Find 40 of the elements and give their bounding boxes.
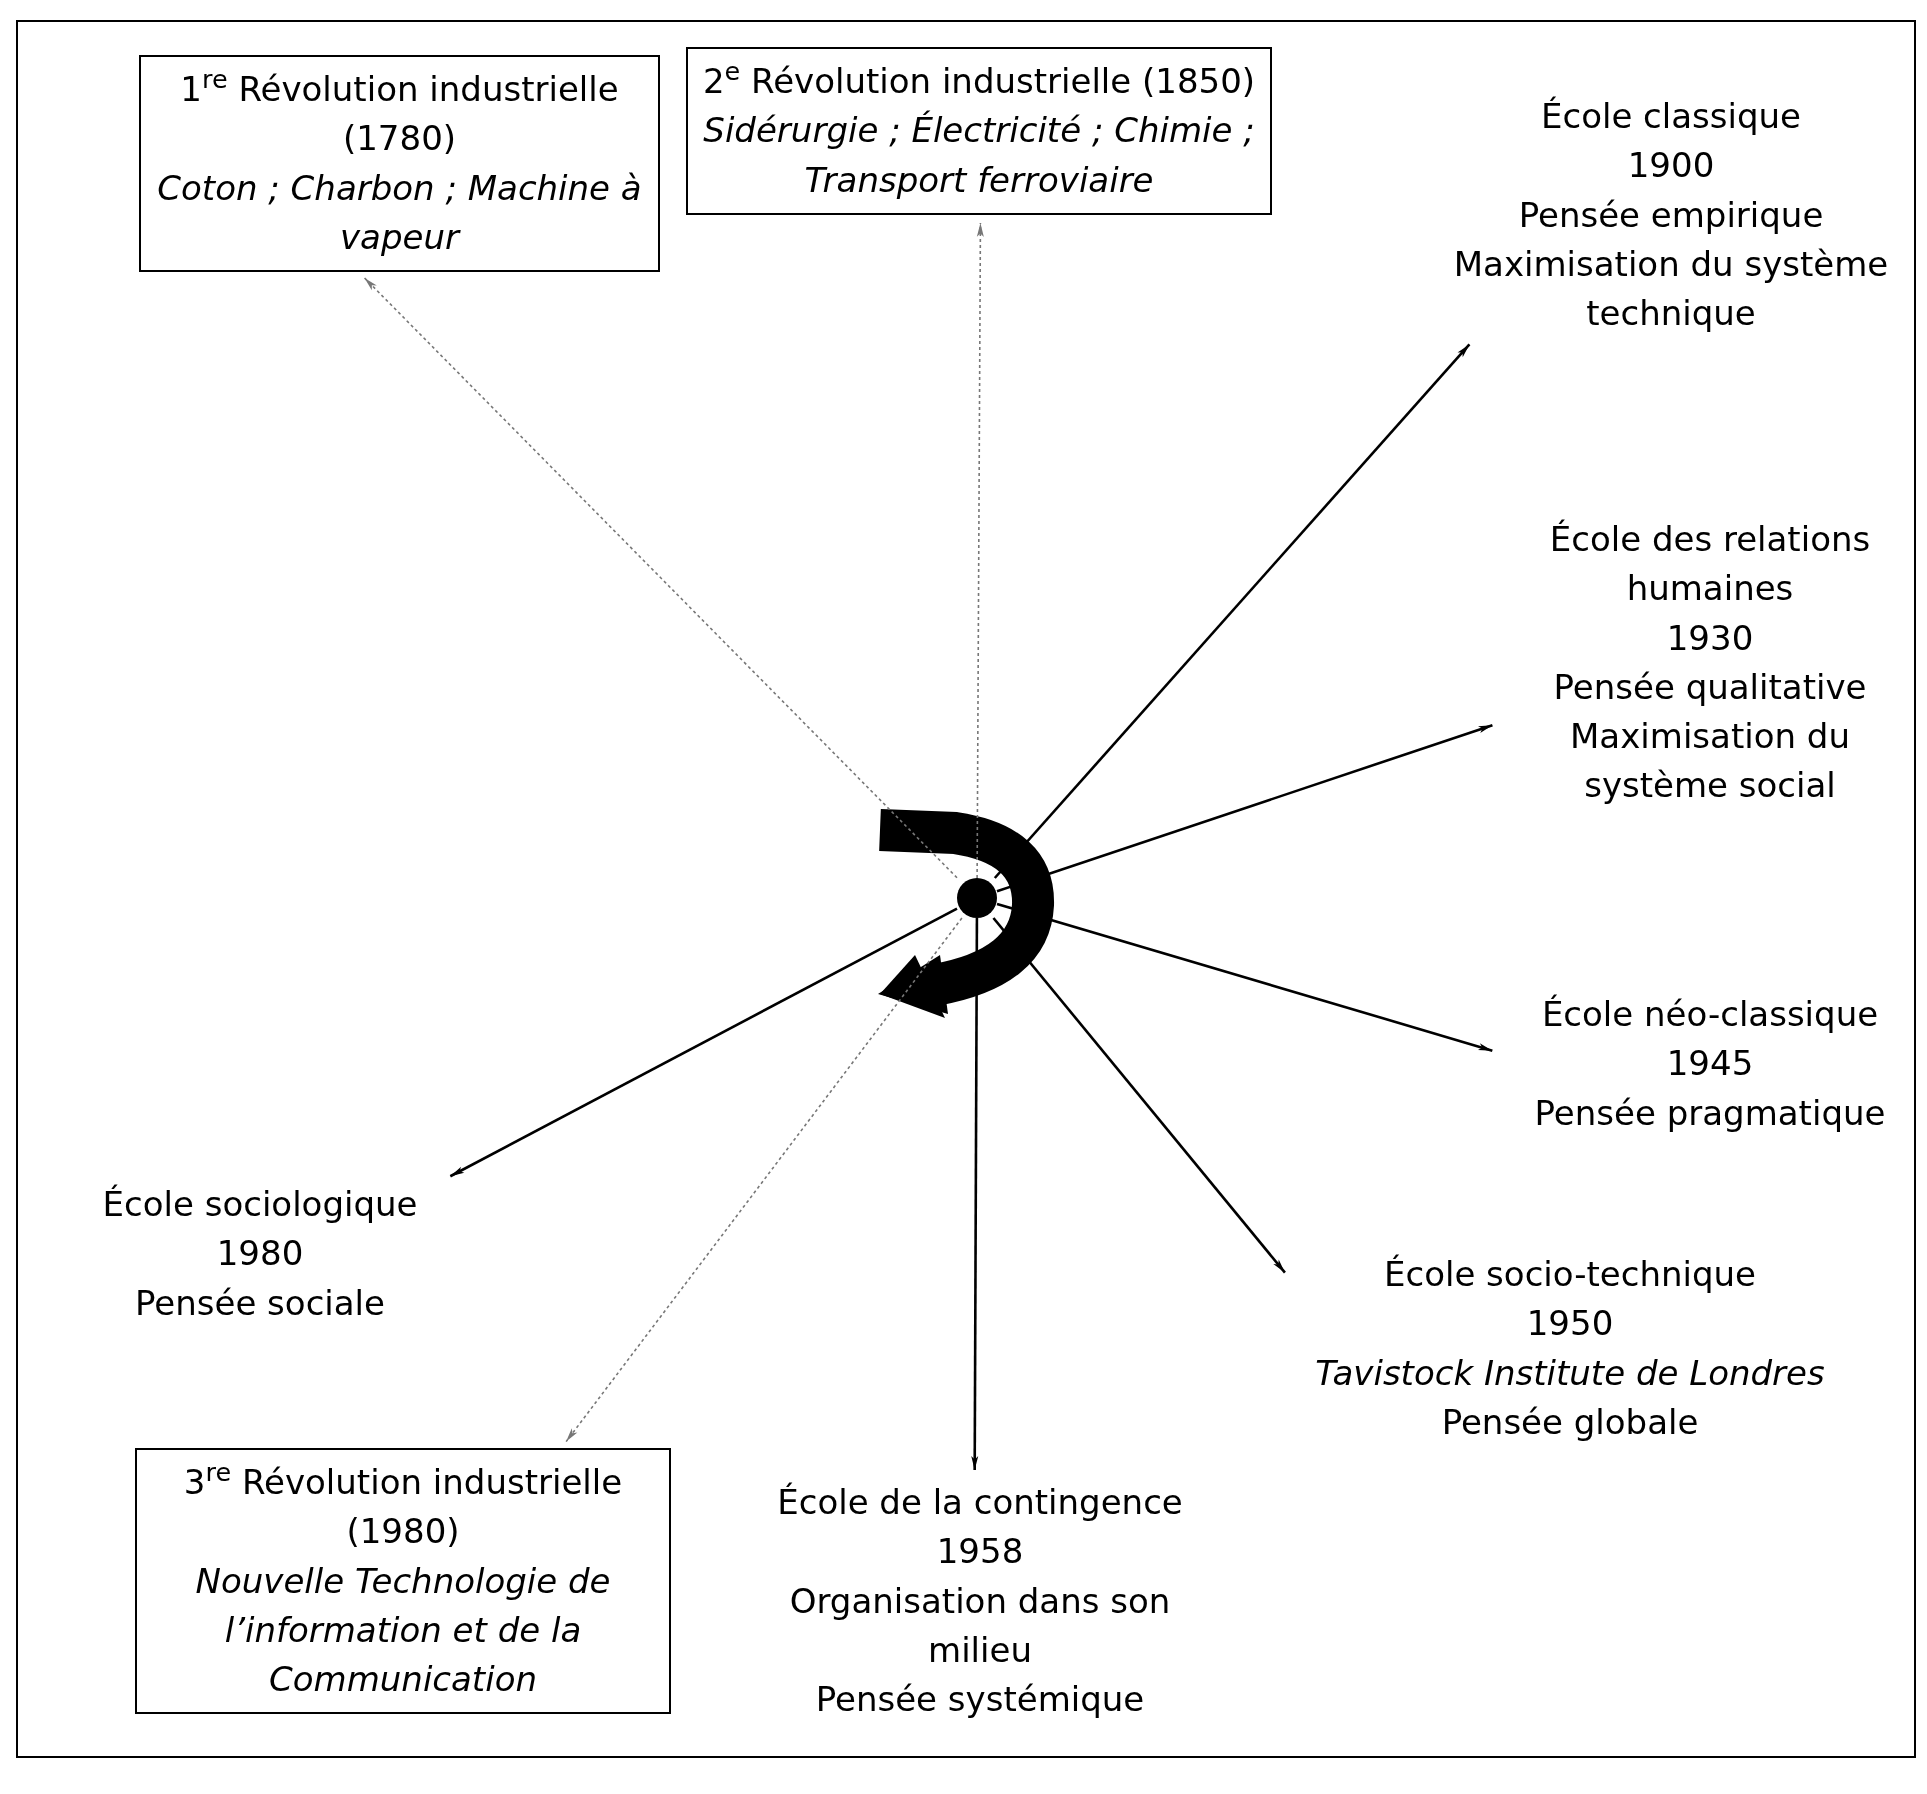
node-text: Maximisation du système technique [1452, 242, 1890, 336]
node-text: 1945 [1666, 1042, 1754, 1086]
node-text: École sociologique [102, 1183, 418, 1226]
revolution-box [135, 1448, 671, 1715]
revolution-box [139, 55, 660, 273]
node-text: Pensée empirique [1518, 193, 1824, 237]
node-text: 1958 [936, 1530, 1024, 1574]
arrow [976, 222, 984, 879]
node-text: École néo-classique [1541, 993, 1879, 1036]
arrow [996, 723, 1493, 893]
node-text: École classique [1540, 95, 1801, 138]
node-text: 2$^{e}$ Révolution industrielle (1850) [702, 57, 1256, 103]
arrow [993, 343, 1471, 879]
node-text: Pensée globale [1441, 1400, 1699, 1444]
arrow [971, 918, 979, 1470]
node-text: 1$^{re}$ Révolution industrielle (1780) [179, 65, 620, 161]
node-text: Pensée pragmatique [1534, 1091, 1886, 1135]
node-text: 3$^{re}$ Révolution industrielle (1980) [182, 1458, 624, 1554]
node-text: École socio-technique [1383, 1253, 1756, 1296]
node-text: Organisation dans son milieu [788, 1579, 1172, 1672]
node-text: 1980 [216, 1232, 304, 1276]
node-text: École des relations humaines [1548, 518, 1872, 611]
node-text: Pensée sociale [135, 1281, 385, 1325]
node-text: Tavistock Institute de Londres [1315, 1351, 1825, 1395]
node-text: 1900 [1627, 144, 1715, 188]
node-text: 1950 [1526, 1302, 1614, 1346]
arrow [363, 277, 958, 879]
node-text: Nouvelle Technologie de l’information et de la Communication [194, 1559, 612, 1702]
node-text: Sidérurgie ; Électricité ; Chimie ; Transport ferroviaire [702, 109, 1256, 202]
node-text: Pensée qualitative [1553, 665, 1867, 709]
arrow [565, 917, 963, 1443]
node-text: Pensée systémique [815, 1678, 1145, 1722]
arrow [449, 907, 958, 1178]
node-text: École de la contingence [777, 1481, 1183, 1524]
arrow [996, 902, 1493, 1052]
arrow [992, 917, 1286, 1274]
node-text: Maximisation du système social [1569, 715, 1851, 808]
node-text: Coton ; Charbon ; Machine à vapeur [156, 166, 643, 259]
revolution-box [686, 47, 1272, 215]
node-text: 1930 [1666, 616, 1754, 660]
